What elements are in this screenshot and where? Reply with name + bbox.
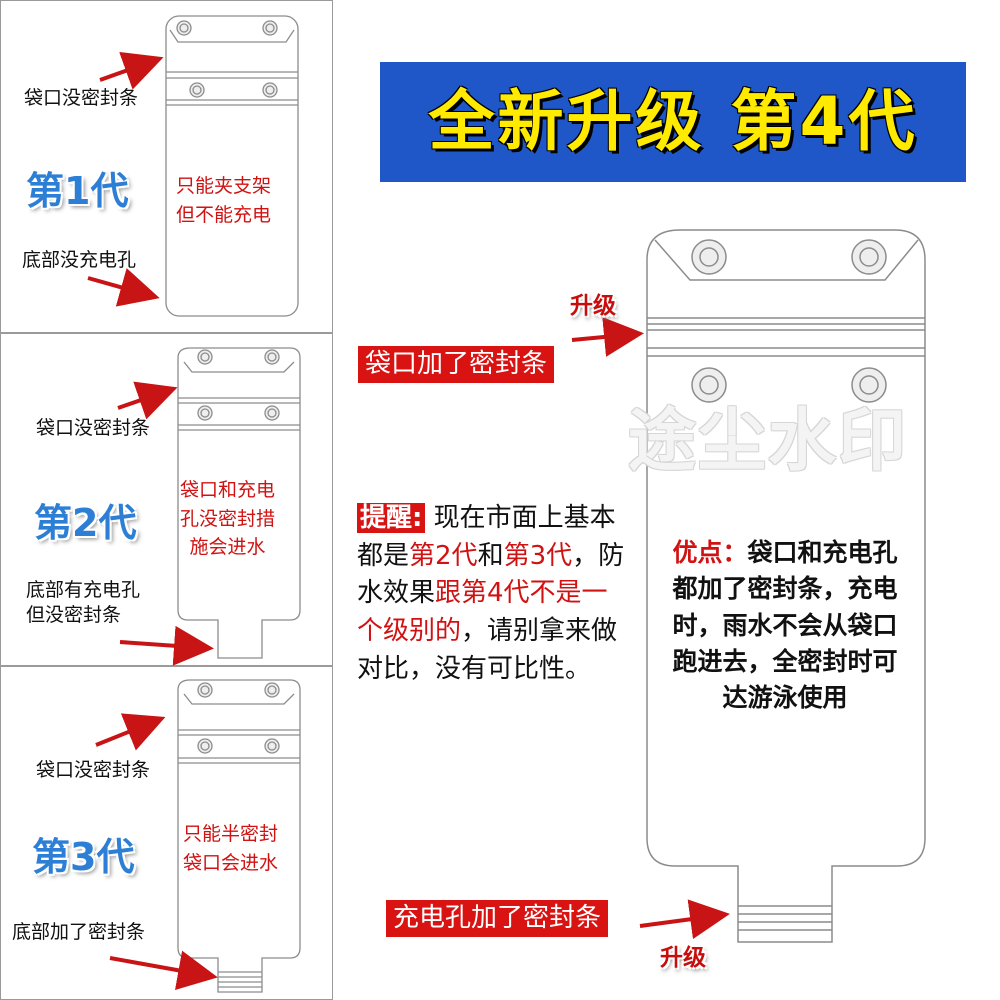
advantage-line: 跑进去，全密封时可 <box>672 646 898 676</box>
gen1-top-label: 袋口没密封条 <box>24 87 139 109</box>
advantage-line: 都加了密封条，充电 <box>672 574 898 604</box>
watermark-text: 途尘水印 <box>628 402 909 481</box>
gen2-note-line: 孔没密封措 <box>180 507 276 530</box>
gen1-note: 只能夹支架 但不能充电 <box>176 172 271 229</box>
advantage-label: 优点： <box>672 538 748 567</box>
upgrade-label-bottom: 升级 <box>660 945 706 971</box>
advantage-line: 达游泳使用 <box>722 683 848 712</box>
gen2-title: 第2代 <box>34 501 137 545</box>
reminder-highlight: 第3代 <box>503 540 573 571</box>
reminder-highlight: 第2代 <box>409 540 478 571</box>
gen3-note-line: 只能半密封 <box>183 823 279 845</box>
gen3-title: 第3代 <box>32 835 135 879</box>
seal-label-top: 袋口加了密封条 <box>358 346 555 383</box>
reminder-highlight: 跟第4代不是一个级别的 <box>357 578 608 647</box>
gen2-bottom-label: 底部有充电孔 但没密封条 <box>26 578 140 627</box>
gen3-top-label: 袋口没密封条 <box>36 759 151 781</box>
gen1-bottom-label: 底部没充电孔 <box>22 249 137 271</box>
gen2-note-line: 施会进水 <box>189 536 266 558</box>
reminder-part: 现在市面上基本都是 <box>357 503 616 571</box>
gen2-bag <box>177 347 301 659</box>
gen2-note-line: 袋口和充电 <box>180 479 276 501</box>
arrows <box>87 51 730 991</box>
advantage-text: 优点：袋口和充电孔 都加了密封条，充电 时，雨水不会从袋口 跑进去，全密封时可 … <box>655 535 915 716</box>
gen3-note: 只能半密封 袋口会进水 <box>183 820 278 877</box>
gen4-bag <box>646 229 926 943</box>
reminder-label: 提醒: <box>357 503 426 533</box>
reminder-part: ，防水效果 <box>357 540 625 609</box>
advantage-line-text: 袋口和充电孔 <box>747 538 898 567</box>
gen1-note-line: 但不能充电 <box>176 203 272 226</box>
gen2-note: 袋口和充电 孔没密封措 施会进水 <box>180 476 275 562</box>
gen1-title: 第1代 <box>26 169 129 213</box>
upgrade-label-top: 升级 <box>570 293 616 319</box>
gen2-top-label: 袋口没密封条 <box>36 417 151 439</box>
gen3-note-line: 袋口会进水 <box>183 851 279 874</box>
reminder-part: ，请别拿来做对比，没有可比性。 <box>357 616 618 684</box>
gen3-bottom-label: 底部加了密封条 <box>12 921 146 943</box>
gen2-bottom-label-line: 但没密封条 <box>26 603 122 626</box>
advantage-line: 优点：袋口和充电孔 <box>655 535 915 571</box>
gen3-bag <box>177 679 301 993</box>
reminder-part: 和 <box>477 540 504 571</box>
advantage-line: 时，雨水不会从袋口 <box>672 610 898 640</box>
reminder-text: 提醒: 现在市面上基本都是第2代和第3代，防水效果跟第4代不是一个级别的，请别拿… <box>357 500 629 688</box>
header-banner: 全新升级 第4代 <box>380 62 966 182</box>
seal-label-bottom: 充电孔加了密封条 <box>386 900 609 937</box>
gen2-bottom-label-line: 底部有充电孔 <box>26 579 141 601</box>
gen1-note-line: 只能夹支架 <box>176 175 272 197</box>
gen1-bag <box>165 15 299 317</box>
